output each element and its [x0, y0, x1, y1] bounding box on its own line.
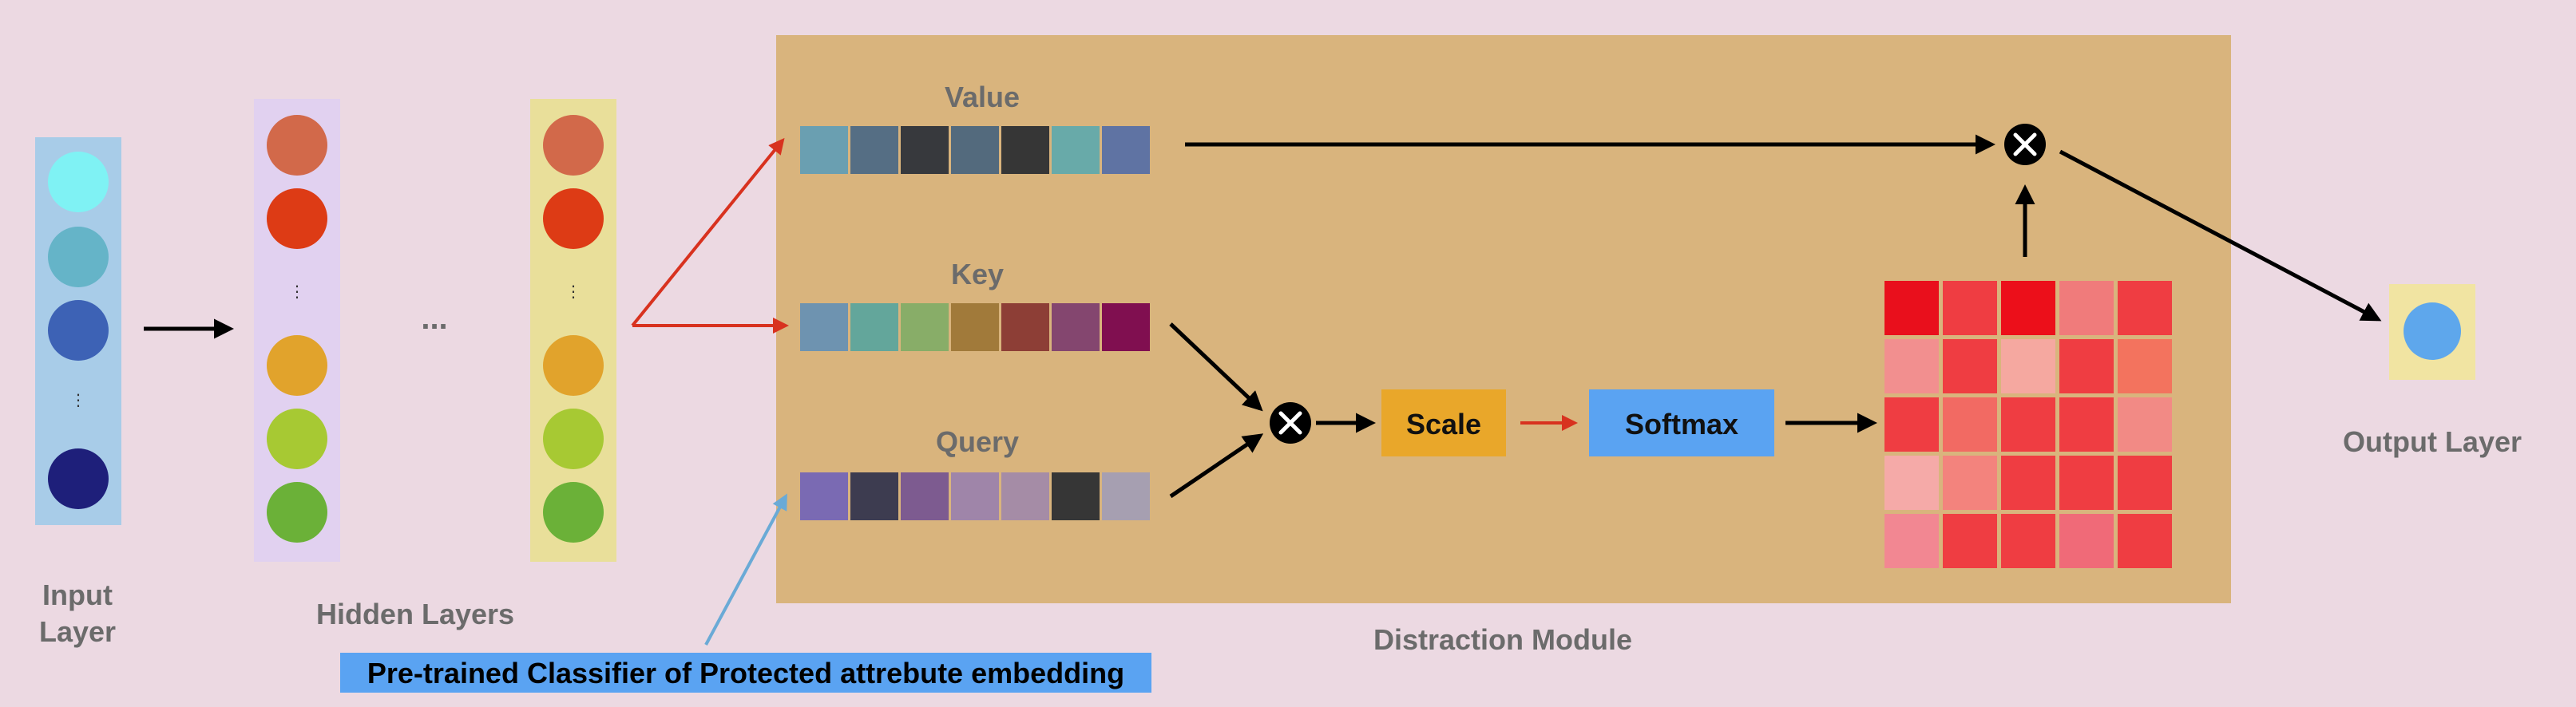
attention-cell — [1943, 281, 1997, 335]
scale-label: Scale — [1406, 408, 1481, 440]
hidden-layers-label: Hidden Layers — [316, 598, 514, 630]
input-neuron — [48, 448, 109, 509]
token-cell — [1102, 303, 1150, 351]
hidden-neuron — [267, 188, 327, 249]
attention-cell — [2059, 456, 2114, 510]
attention-cell — [1884, 339, 1939, 393]
output-layer-label: Output Layer — [2343, 425, 2522, 458]
token-cell — [1102, 472, 1150, 520]
key-label: Key — [951, 258, 1004, 290]
token-cell — [901, 126, 949, 174]
attention-cell — [1943, 514, 1997, 568]
attention-cell — [2118, 339, 2172, 393]
token-cell — [850, 303, 898, 351]
hidden-neuron — [543, 188, 604, 249]
hidden-neuron — [267, 115, 327, 176]
attention-weight-matrix — [1884, 281, 2172, 568]
attention-cell — [1884, 456, 1939, 510]
scale-box — [1381, 389, 1506, 456]
input-neurons — [48, 152, 109, 509]
hidden-neuron — [267, 335, 327, 396]
attention-cell — [2059, 514, 2114, 568]
input-layer-label-line1: Input — [42, 579, 113, 611]
attention-cell — [1943, 456, 1997, 510]
token-cell — [1001, 303, 1049, 351]
token-cell — [901, 303, 949, 351]
softmax-label: Softmax — [1625, 408, 1738, 440]
token-cell — [951, 303, 999, 351]
token-cell — [1001, 126, 1049, 174]
token-cell — [1052, 472, 1100, 520]
token-cell — [1052, 303, 1100, 351]
query-token-row — [800, 472, 1150, 520]
hidden-layer-1-neurons — [267, 115, 327, 543]
token-cell — [800, 303, 848, 351]
input-layer-label-line2: Layer — [39, 615, 116, 648]
hidden-layers-ellipsis: ... — [421, 301, 447, 336]
key-to-matmul-arrow — [1169, 322, 1263, 412]
classifier-to-query-arrow — [704, 493, 787, 646]
hidden-layer-1-dots: ⋮ — [289, 283, 305, 301]
token-cell — [1001, 472, 1049, 520]
value-label: Value — [945, 81, 1020, 113]
token-cell — [901, 472, 949, 520]
multiply-to-output-arrow — [2059, 149, 2382, 322]
attention-cell — [2001, 514, 2055, 568]
token-cell — [850, 126, 898, 174]
hidden-neuron — [543, 115, 604, 176]
token-cell — [951, 472, 999, 520]
attention-cell — [1943, 339, 1997, 393]
attention-cell — [2118, 514, 2172, 568]
attention-cell — [2001, 281, 2055, 335]
hidden-neuron — [543, 482, 604, 543]
softmax-box — [1589, 389, 1774, 456]
attention-cell — [2001, 397, 2055, 452]
token-cell — [850, 472, 898, 520]
attention-cell — [2001, 456, 2055, 510]
input-layer-dots: ⋮ — [70, 392, 86, 409]
attention-cell — [2059, 281, 2114, 335]
token-cell — [951, 126, 999, 174]
token-cell — [800, 472, 848, 520]
hidden-neuron — [267, 482, 327, 543]
value-token-row — [800, 126, 1150, 174]
query-label: Query — [936, 425, 1019, 458]
token-cell — [800, 126, 848, 174]
hidden-layer-2-neurons — [543, 115, 604, 543]
token-cell — [1052, 126, 1100, 174]
hidden-neuron — [543, 335, 604, 396]
hidden-neuron — [543, 409, 604, 469]
hidden-to-value-arrow — [631, 137, 785, 327]
input-neuron — [48, 152, 109, 212]
input-neuron — [48, 227, 109, 287]
distraction-module-label: Distraction Module — [1373, 623, 1632, 656]
attention-cell — [2059, 397, 2114, 452]
classifier-banner — [340, 653, 1151, 693]
hidden-layer-2-dots: ⋮ — [565, 283, 581, 301]
input-neuron — [48, 300, 109, 361]
attention-cell — [2118, 397, 2172, 452]
attention-cell — [1943, 397, 1997, 452]
attention-cell — [2118, 281, 2172, 335]
attention-cell — [2059, 339, 2114, 393]
query-to-matmul-arrow — [1169, 433, 1264, 499]
attention-cell — [1884, 281, 1939, 335]
hidden-neuron — [267, 409, 327, 469]
key-token-row — [800, 303, 1150, 351]
token-cell — [1102, 126, 1150, 174]
matmul-operator-icon — [1270, 402, 1311, 444]
attention-cell — [1884, 397, 1939, 452]
attention-cell — [1884, 514, 1939, 568]
output-multiply-operator-icon — [2004, 124, 2046, 165]
attention-cell — [2118, 456, 2172, 510]
classifier-label: Pre-trained Classifier of Protected attr… — [367, 657, 1124, 689]
attention-cell — [2001, 339, 2055, 393]
output-neuron — [2404, 302, 2461, 360]
